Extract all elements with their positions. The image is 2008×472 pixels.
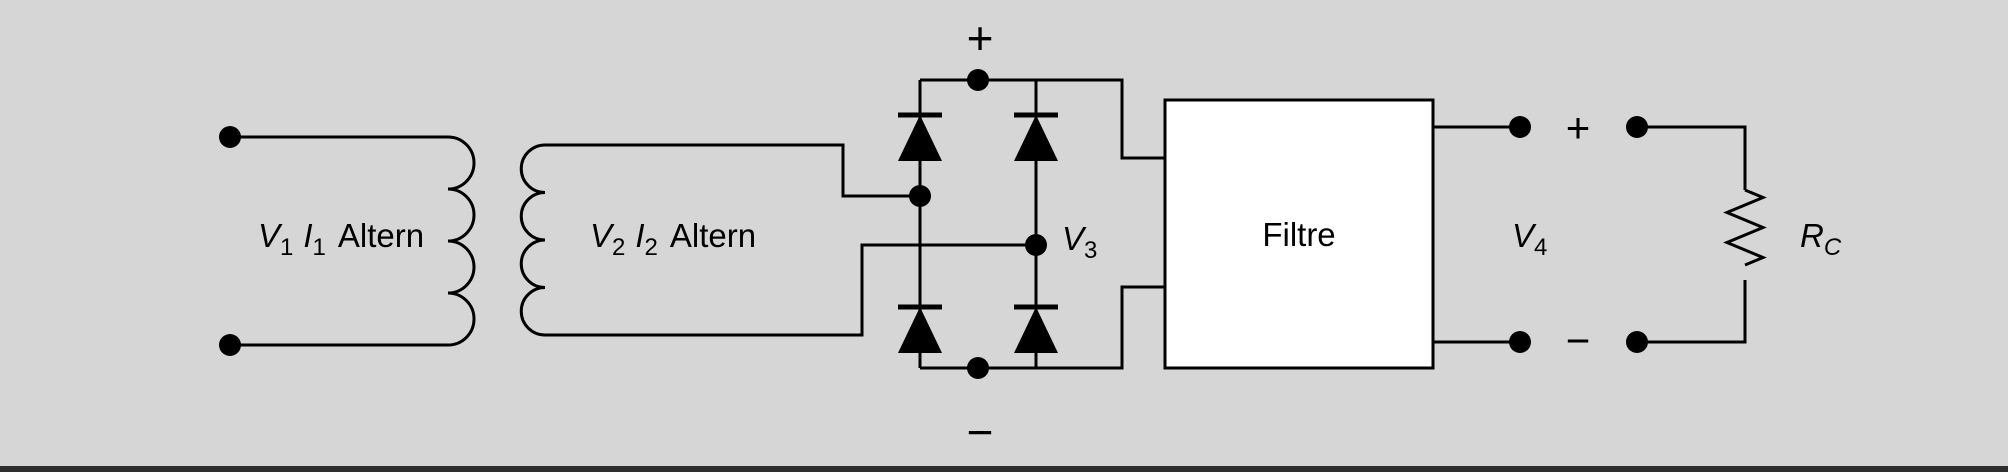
secondary-v-sub: 2	[612, 234, 625, 261]
v3-label: V3	[1062, 220, 1097, 264]
v4-sub: 4	[1534, 234, 1547, 261]
v4-label: V4	[1512, 217, 1547, 261]
bridge-minus-sign: −	[967, 406, 994, 458]
load-minus-terminal-dot	[1626, 331, 1648, 353]
bridge-bottom-output-wire	[920, 285, 1165, 370]
v3-var: V	[1062, 220, 1087, 257]
load-top-wire	[1637, 125, 1747, 190]
secondary-i-sub: 2	[645, 234, 658, 261]
connection-dots	[219, 69, 1648, 379]
diodes	[898, 112, 1058, 353]
diode-triangle	[1014, 307, 1058, 353]
primary-coil-icon	[447, 135, 476, 347]
bridge-top-output-wire	[920, 78, 1165, 160]
filter-box	[1163, 98, 1435, 370]
load-label: RC	[1800, 217, 1842, 261]
secondary-v: V	[590, 217, 615, 254]
output-plus-sign: +	[1566, 104, 1591, 151]
primary-v-sub: 1	[280, 234, 293, 261]
bridge-left-node-dot	[909, 185, 931, 207]
secondary-i: I	[635, 217, 644, 254]
load-bottom-wire	[1637, 280, 1747, 344]
diode-triangle	[898, 115, 942, 161]
secondary-bottom-wire	[545, 243, 1036, 337]
output-plus-terminal-dot	[1509, 116, 1531, 138]
primary-i: I	[303, 217, 312, 254]
secondary-top-wire	[545, 143, 920, 198]
output-minus-terminal-dot	[1509, 331, 1531, 353]
diode-triangle	[898, 307, 942, 353]
load-r: R	[1800, 217, 1824, 254]
diode-upper-right-icon	[1014, 112, 1058, 161]
primary-i-sub: 1	[313, 234, 326, 261]
diode-lower-left-icon	[898, 304, 942, 353]
v4-var: V	[1512, 217, 1537, 254]
primary-v: V	[258, 217, 283, 254]
filter-label: Filtre	[1262, 216, 1335, 253]
resistor-icon	[1723, 188, 1767, 267]
load-r-sub: C	[1824, 234, 1842, 261]
load-plus-terminal-dot	[1626, 116, 1648, 138]
secondary-word: Altern	[670, 217, 756, 254]
secondary-coil-icon	[519, 143, 546, 337]
bridge-right-node-dot	[1025, 234, 1047, 256]
diode-lower-right-icon	[1014, 304, 1058, 353]
primary-bottom-terminal-dot	[219, 334, 241, 356]
wires	[230, 78, 1767, 370]
bridge-top-node-dot	[967, 69, 989, 91]
primary-top-terminal-dot	[219, 126, 241, 148]
bottom-border	[0, 466, 2008, 472]
diode-triangle	[1014, 115, 1058, 161]
bridge-plus-sign: +	[967, 12, 994, 64]
v3-sub: 3	[1084, 237, 1097, 264]
primary-word: Altern	[338, 217, 424, 254]
diode-upper-left-icon	[898, 112, 942, 161]
bridge-bottom-node-dot	[967, 357, 989, 379]
output-minus-sign: −	[1566, 317, 1591, 364]
